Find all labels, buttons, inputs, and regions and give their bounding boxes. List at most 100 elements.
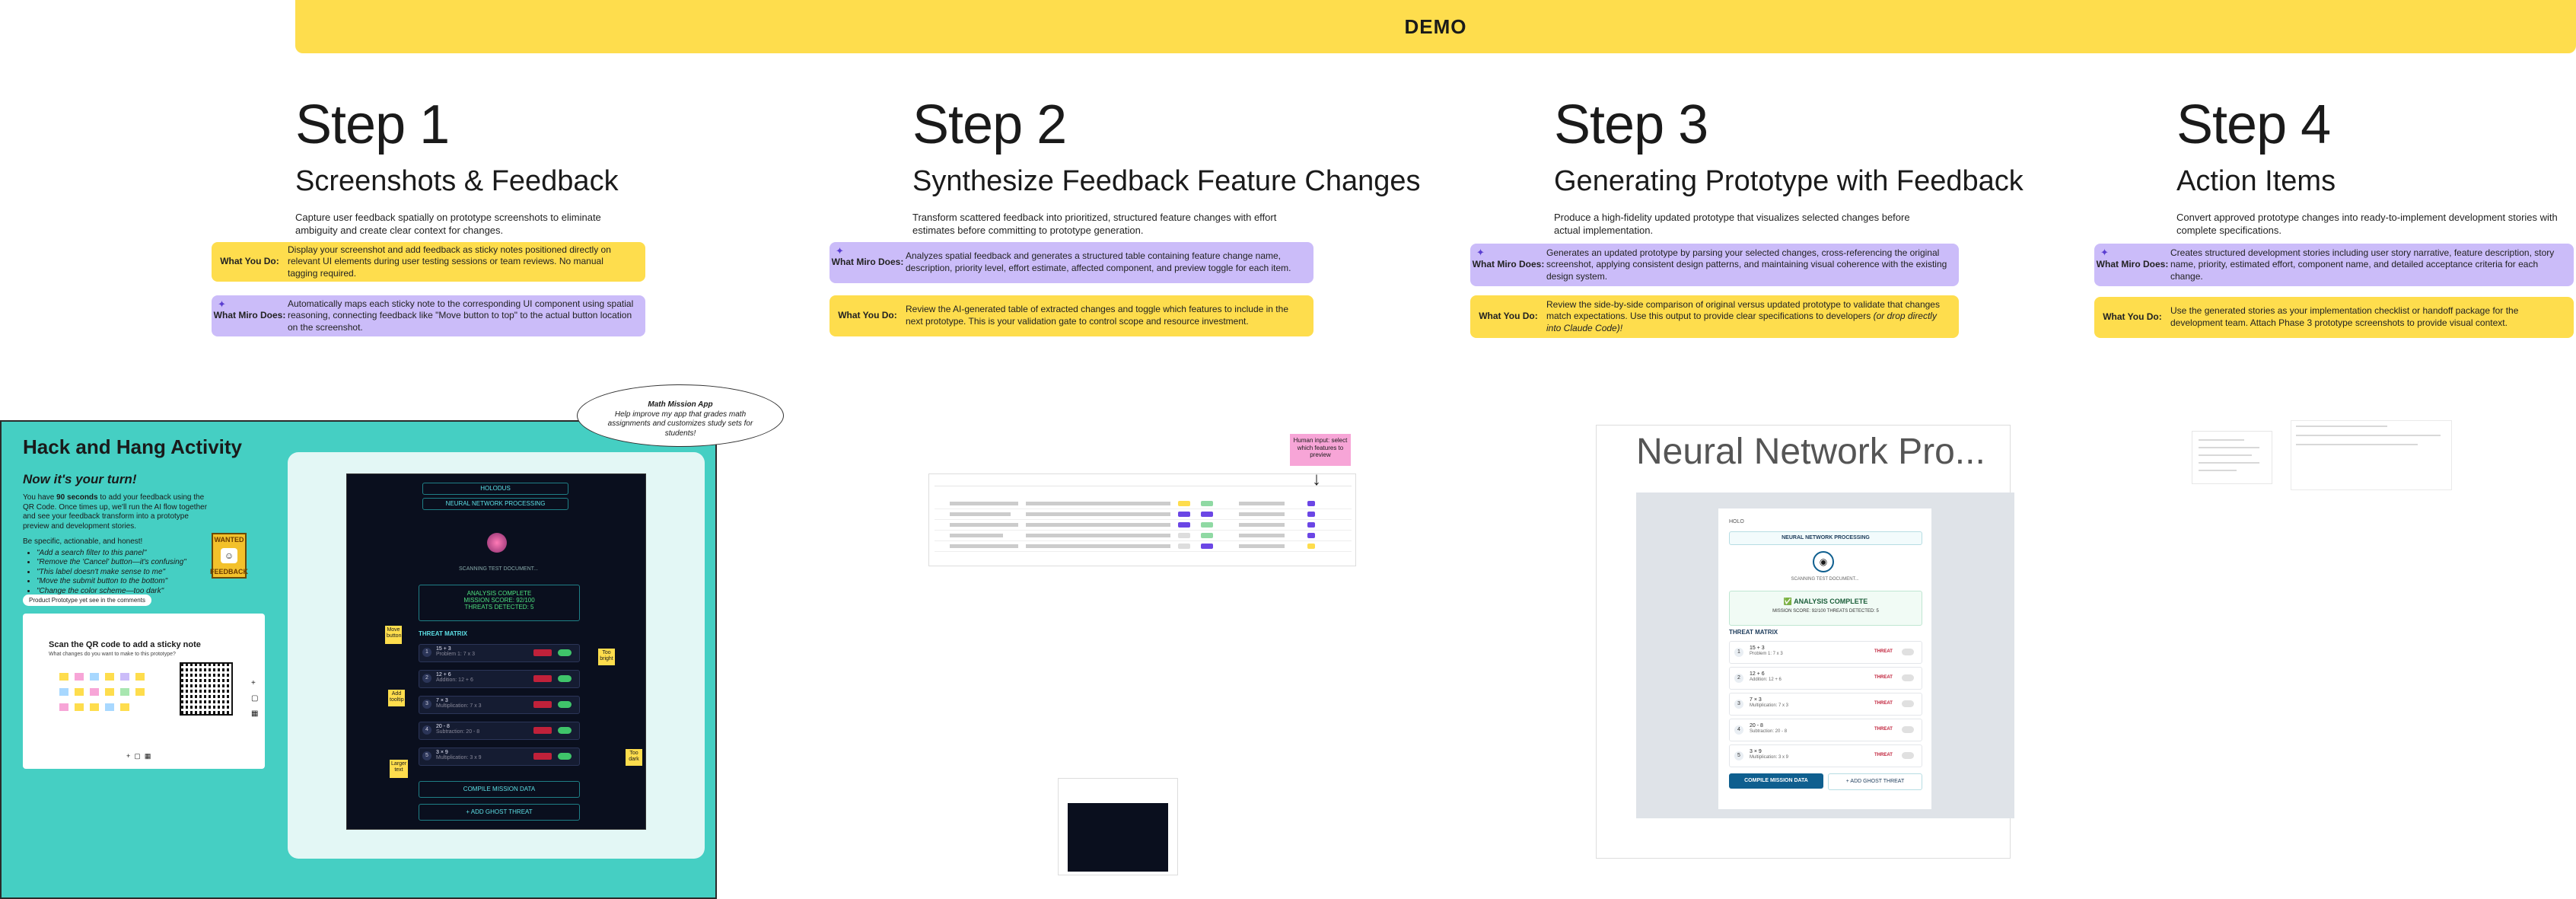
step-4-what-miro-does-card: ✦ What Miro Does: Creates structured dev…: [2094, 244, 2574, 286]
wanted-top: WANTED: [214, 536, 244, 544]
demo-banner: DEMO: [295, 0, 2576, 53]
compile-mission-button[interactable]: COMPILE MISSION DATA: [419, 781, 580, 798]
feedback-sticky[interactable]: Too bright: [598, 649, 615, 665]
prototype-thumbnail: [1058, 778, 1178, 875]
row-equation: 3 × 9: [1750, 749, 1762, 754]
toggle-switch[interactable]: [1902, 649, 1914, 655]
step-1-section: Step 1 Screenshots & Feedback Capture us…: [295, 97, 820, 238]
sticky-note[interactable]: [105, 703, 114, 711]
sticky-note[interactable]: [75, 673, 84, 681]
threat-tag[interactable]: THREAT: [1874, 701, 1893, 706]
analysis-complete-box: ✅ ANALYSIS COMPLETE MISSION SCORE: 92/10…: [1729, 591, 1922, 626]
feedback-sticky[interactable]: Add tooltip: [388, 690, 405, 706]
analysis-score: MISSION SCORE: 92/100: [463, 597, 535, 604]
table-row[interactable]: [935, 531, 1352, 541]
toggle-switch[interactable]: [1902, 752, 1914, 759]
sticky-note[interactable]: [90, 703, 99, 711]
feedback-sticky[interactable]: Larger text: [390, 760, 408, 778]
card-label: What You Do:: [838, 310, 897, 321]
sticky-note[interactable]: [105, 673, 114, 681]
arrow-down-icon: ↓: [1312, 469, 1321, 489]
sparkle-icon: ✦: [836, 245, 844, 257]
row-equation: 7 × 3: [436, 698, 448, 703]
threat-tag[interactable]: THREAT: [1874, 649, 1893, 654]
card-label: What You Do:: [220, 256, 279, 267]
row-number: 1: [422, 648, 431, 657]
sticky-note[interactable]: [120, 673, 129, 681]
frame-icon[interactable]: ▢: [134, 752, 141, 760]
frame-icon[interactable]: ▢: [251, 694, 259, 703]
toggle-switch[interactable]: [558, 675, 572, 682]
row-number: 5: [1734, 751, 1743, 760]
sticky-note[interactable]: [59, 703, 68, 711]
compile-mission-button[interactable]: COMPILE MISSION DATA: [1729, 773, 1823, 789]
add-ghost-threat-button[interactable]: + ADD GHOST THREAT: [419, 804, 580, 821]
threat-tag[interactable]: THREAT: [1874, 753, 1893, 757]
sticky-note[interactable]: [135, 673, 145, 681]
row-number: 3: [422, 700, 431, 709]
sticky-note[interactable]: [59, 673, 68, 681]
threat-button[interactable]: [533, 701, 552, 708]
grid-icon[interactable]: ▦: [251, 709, 259, 718]
add-ghost-threat-button[interactable]: + ADD GHOST THREAT: [1828, 773, 1922, 790]
table-row[interactable]: [935, 499, 1352, 509]
qr-code-icon[interactable]: [180, 662, 233, 716]
speech-text: Help improve my app that grades math ass…: [607, 410, 753, 438]
tip-item: "Move the submit button to the bottom": [37, 577, 213, 587]
toggle-switch[interactable]: [558, 727, 572, 734]
sticky-note[interactable]: [59, 688, 68, 696]
intro-text-post: to add your feedback using the QR Code. …: [23, 493, 208, 531]
threat-tag[interactable]: THREAT: [1874, 675, 1893, 680]
feedback-sticky[interactable]: Move button: [385, 626, 402, 644]
sticky-note[interactable]: [120, 703, 129, 711]
sticky-note[interactable]: [75, 688, 84, 696]
step-3-title: Generating Prototype with Feedback: [1554, 165, 2024, 197]
table-row[interactable]: [935, 521, 1352, 531]
toggle-switch[interactable]: [1902, 674, 1914, 681]
wanted-feedback-poster: WANTED ☺ FEEDBACK: [210, 533, 248, 579]
row-sub: Multiplication: 3 x 9: [436, 755, 482, 760]
sticky-note[interactable]: [135, 688, 145, 696]
sticky-note[interactable]: [120, 688, 129, 696]
step-3-description: Produce a high-fidelity updated prototyp…: [1554, 211, 1910, 236]
plus-icon[interactable]: +: [126, 752, 131, 760]
math-mission-speech-bubble: Math Mission App Help improve my app tha…: [577, 384, 784, 447]
sticky-note[interactable]: [105, 688, 114, 696]
threat-tag[interactable]: THREAT: [1874, 727, 1893, 732]
toggle-switch[interactable]: [558, 753, 572, 760]
table-row[interactable]: [935, 510, 1352, 520]
row-sub: Multiplication: 7 x 3: [436, 703, 482, 709]
sticky-note[interactable]: [90, 673, 99, 681]
threat-button[interactable]: [533, 753, 552, 760]
toggle-switch[interactable]: [1902, 700, 1914, 707]
toggle-switch[interactable]: [1902, 726, 1914, 733]
sticky-note[interactable]: [75, 703, 84, 711]
row-equation: 12 + 6: [1750, 671, 1765, 677]
feedback-sticky[interactable]: Too dark: [626, 749, 642, 766]
row-sub: Subtraction: 20 - 8: [436, 729, 480, 735]
human-input-sticky[interactable]: Human input: select which features to pr…: [1290, 434, 1351, 466]
row-sub: Problem 1: 7 x 3: [436, 652, 475, 657]
threat-button[interactable]: [533, 675, 552, 682]
table-row[interactable]: [935, 542, 1352, 552]
toggle-switch[interactable]: [558, 649, 572, 656]
step-2-heading: Step 2: [912, 94, 1067, 155]
plus-icon[interactable]: +: [251, 679, 256, 687]
activity-title: Hack and Hang Activity: [23, 435, 243, 458]
threat-button[interactable]: [533, 727, 552, 734]
grid-icon[interactable]: ▦: [144, 752, 151, 760]
sticky-note[interactable]: [90, 688, 99, 696]
threat-button[interactable]: [533, 649, 552, 656]
card-text: Generates an updated prototype by parsin…: [1546, 247, 1947, 282]
toggle-switch[interactable]: [558, 701, 572, 708]
